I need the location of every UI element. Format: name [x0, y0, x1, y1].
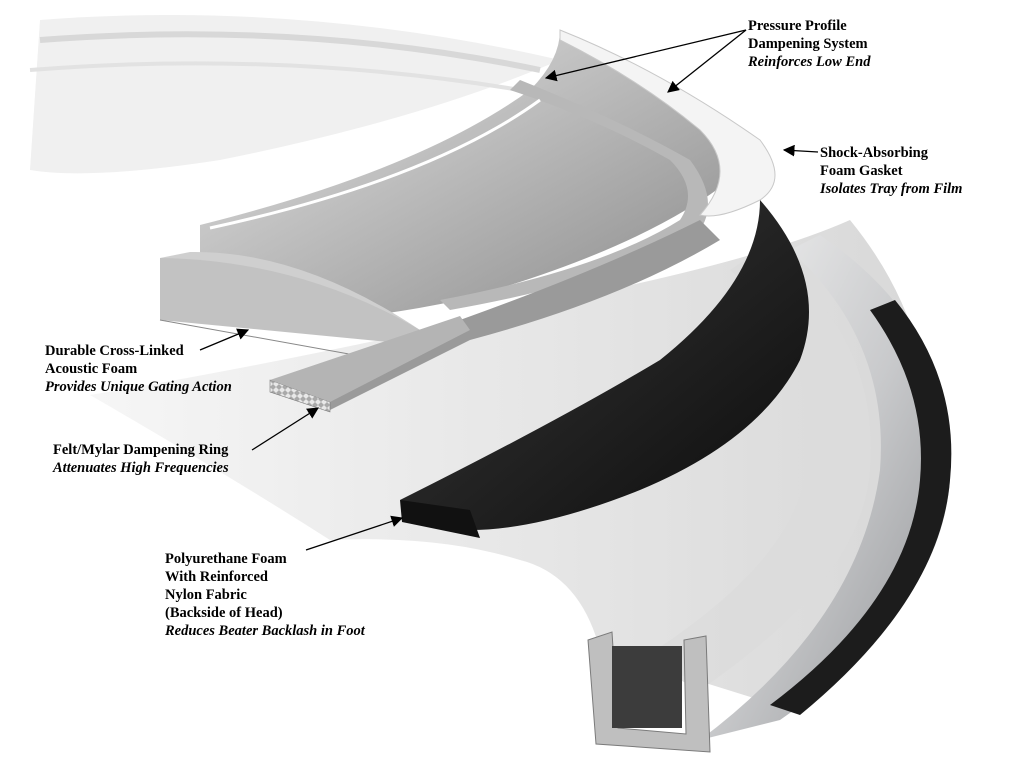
arrow-cross-linked: [199, 328, 250, 351]
label-shock-absorbing-line-2: Foam Gasket: [820, 163, 903, 179]
background-rings: [29, 15, 560, 174]
label-felt-mylar-italic: Attenuates High Frequencies: [53, 460, 229, 476]
arrow-pressure-2: [667, 29, 747, 93]
label-cross-linked-italic: Provides Unique Gating Action: [45, 379, 232, 395]
label-cross-linked-line-1: Durable Cross-Linked: [45, 343, 184, 359]
arrow-pressure-1: [544, 29, 747, 82]
arrow-felt-mylar: [251, 407, 319, 451]
felt-mylar-ring: [269, 220, 720, 413]
label-pressure-profile-line-1: Pressure Profile: [748, 18, 847, 34]
label-shock-absorbing: Shock-Absorbing Foam Gasket Isolates Tra…: [820, 144, 962, 198]
arrow-shock: [782, 144, 819, 157]
label-polyurethane: Polyurethane Foam With Reinforced Nylon …: [165, 550, 365, 640]
label-shock-absorbing-line-1: Shock-Absorbing: [820, 145, 928, 161]
label-pressure-profile-italic: Reinforces Low End: [748, 54, 871, 70]
label-polyurethane-line-1: Polyurethane Foam: [165, 551, 287, 567]
polyurethane-foam-ring: [400, 200, 809, 538]
label-polyurethane-line-2: With Reinforced: [165, 569, 268, 585]
label-felt-mylar-line-1: Felt/Mylar Dampening Ring: [53, 442, 229, 458]
label-cross-linked-line-2: Acoustic Foam: [45, 361, 138, 377]
label-polyurethane-italic: Reduces Beater Backlash in Foot: [165, 623, 365, 639]
label-felt-mylar: Felt/Mylar Dampening Ring Attenuates Hig…: [53, 441, 229, 477]
arrow-polyurethane: [305, 515, 404, 551]
outer-hoop: [587, 235, 952, 753]
label-cross-linked: Durable Cross-Linked Acoustic Foam Provi…: [45, 342, 232, 396]
label-pressure-profile-line-2: Dampening System: [748, 36, 868, 52]
label-polyurethane-line-4: (Backside of Head): [165, 605, 283, 621]
label-polyurethane-line-3: Nylon Fabric: [165, 587, 247, 603]
label-pressure-profile: Pressure Profile Dampening System Reinfo…: [748, 17, 870, 71]
label-shock-absorbing-italic: Isolates Tray from Film: [820, 181, 963, 197]
leader-lines: [199, 29, 819, 551]
cross-linked-foam-slab: [159, 251, 425, 357]
